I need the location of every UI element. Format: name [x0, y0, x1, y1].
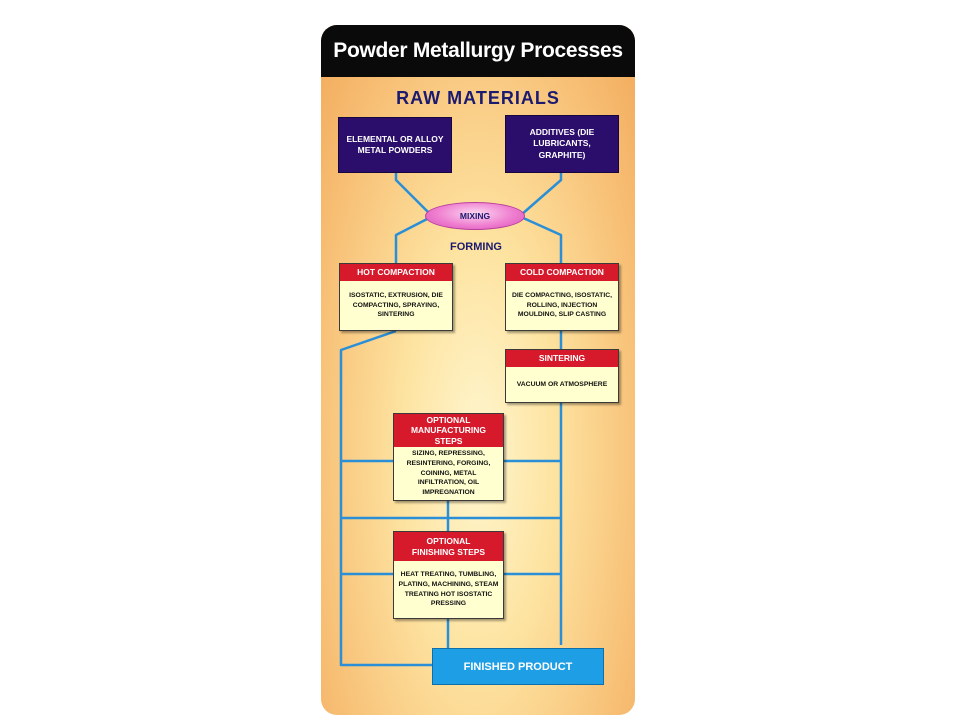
sintering-body: VACUUM OR ATMOSPHERE: [516, 380, 608, 388]
elemental-powders-box: ELEMENTAL OR ALLOY METAL POWDERS: [338, 117, 452, 173]
optional-manufacturing-box: OPTIONAL MANUFACTURING STEPS SIZING, REP…: [393, 413, 504, 501]
hot-compaction-body: ISOSTATIC, EXTRUSION, DIE COMPACTING, SP…: [349, 291, 443, 319]
hot-compaction-header: HOT COMPACTION: [340, 264, 452, 281]
raw-materials-heading: RAW MATERIALS: [396, 88, 560, 108]
optional-finishing-body: HEAT TREATING, TUMBLING, PLATING, MACHIN…: [398, 570, 499, 608]
process-flowchart: Powder Metallurgy Processes RAW MATERIAL…: [321, 25, 635, 715]
optional-finishing-box: OPTIONAL FINISHING STEPS HEAT TREATING, …: [393, 531, 504, 619]
additives-box: ADDITIVES (DIE LUBRICANTS, GRAPHITE): [505, 115, 619, 173]
cold-compaction-body: DIE COMPACTING, ISOSTATIC, ROLLING, INJE…: [511, 291, 613, 319]
hot-compaction-box: HOT COMPACTION ISOSTATIC, EXTRUSION, DIE…: [339, 263, 453, 331]
connector-lines: [339, 173, 563, 667]
mixing-node: MIXING: [425, 202, 525, 230]
optional-manufacturing-header: OPTIONAL MANUFACTURING STEPS: [394, 414, 503, 447]
cold-compaction-box: COLD COMPACTION DIE COMPACTING, ISOSTATI…: [505, 263, 619, 331]
finished-product-box: FINISHED PRODUCT: [432, 648, 604, 685]
sintering-box: SINTERING VACUUM OR ATMOSPHERE: [505, 349, 619, 403]
cold-compaction-header: COLD COMPACTION: [506, 264, 618, 281]
page-title: Powder Metallurgy Processes: [321, 25, 635, 77]
sintering-header: SINTERING: [506, 350, 618, 367]
optional-finishing-header: OPTIONAL FINISHING STEPS: [394, 532, 503, 561]
optional-manufacturing-body: SIZING, REPRESSING, RESINTERING, FORGING…: [406, 449, 491, 497]
forming-heading: FORMING: [450, 241, 502, 253]
